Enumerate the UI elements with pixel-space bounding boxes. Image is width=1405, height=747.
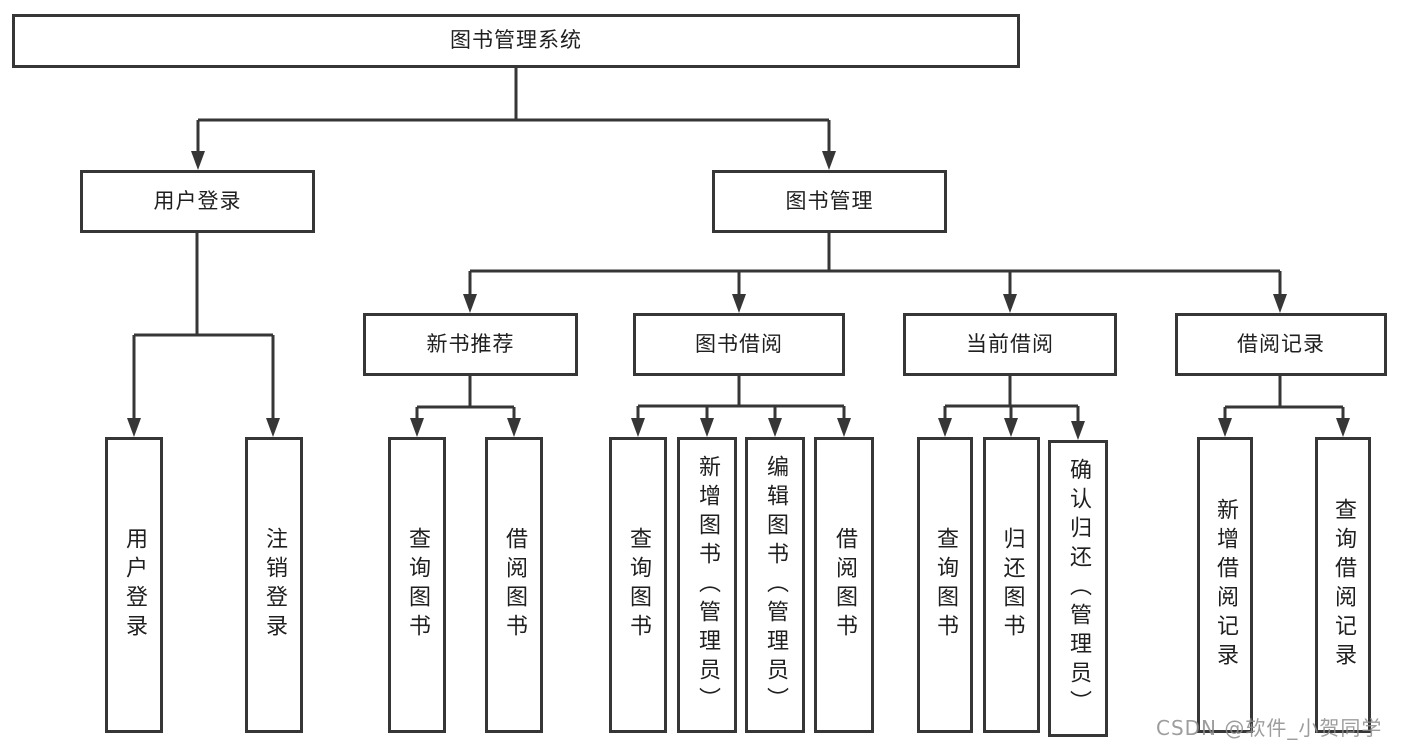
connector-user-login-children bbox=[132, 233, 275, 421]
arrowheads-borrow-record bbox=[1218, 418, 1350, 437]
connector-borrow-record-children bbox=[1223, 376, 1345, 421]
connector-new-book-children bbox=[415, 376, 516, 421]
leaf-query-book-recommend: 查询图书 bbox=[388, 437, 446, 733]
node-root-system: 图书管理系统 bbox=[12, 14, 1020, 68]
leaf-query-book-current: 查询图书 bbox=[917, 437, 973, 733]
leaf-user-login: 用户登录 bbox=[105, 437, 163, 733]
arrowheads-book-borrow bbox=[631, 418, 851, 437]
arrowheads-current-borrow bbox=[938, 418, 1085, 440]
connector-book-mgmt-level3 bbox=[468, 233, 1282, 297]
arrowheads-user-login bbox=[127, 418, 280, 437]
arrowheads-new-book bbox=[410, 418, 521, 437]
connector-book-borrow-children bbox=[636, 376, 846, 421]
leaf-borrow-book: 借阅图书 bbox=[814, 437, 874, 733]
arrowheads-level2 bbox=[191, 151, 836, 170]
node-current-borrow: 当前借阅 bbox=[903, 313, 1117, 376]
node-book-management: 图书管理 bbox=[712, 170, 947, 233]
leaf-borrow-book-recommend: 借阅图书 bbox=[485, 437, 543, 733]
connector-current-borrow-children bbox=[943, 376, 1080, 423]
leaf-edit-book-admin: 编辑图书（管理员） bbox=[745, 437, 805, 733]
node-borrow-record: 借阅记录 bbox=[1175, 313, 1387, 376]
arrowheads-level3 bbox=[463, 294, 1287, 313]
leaf-return-book: 归还图书 bbox=[983, 437, 1040, 733]
leaf-query-book-borrow: 查询图书 bbox=[609, 437, 667, 733]
leaf-add-borrow-record: 新增借阅记录 bbox=[1197, 437, 1253, 733]
leaf-confirm-return-admin: 确认归还（管理员） bbox=[1048, 440, 1108, 737]
connector-root-to-level2 bbox=[196, 68, 831, 154]
node-book-borrow: 图书借阅 bbox=[633, 313, 845, 376]
node-new-book-recommend: 新书推荐 bbox=[363, 313, 578, 376]
node-user-login: 用户登录 bbox=[80, 170, 315, 233]
leaf-logout-login: 注销登录 bbox=[245, 437, 303, 733]
leaf-add-book-admin: 新增图书（管理员） bbox=[677, 437, 737, 733]
leaf-query-borrow-record: 查询借阅记录 bbox=[1315, 437, 1371, 733]
csdn-watermark: CSDN @软件_小贺同学 bbox=[1156, 716, 1383, 740]
